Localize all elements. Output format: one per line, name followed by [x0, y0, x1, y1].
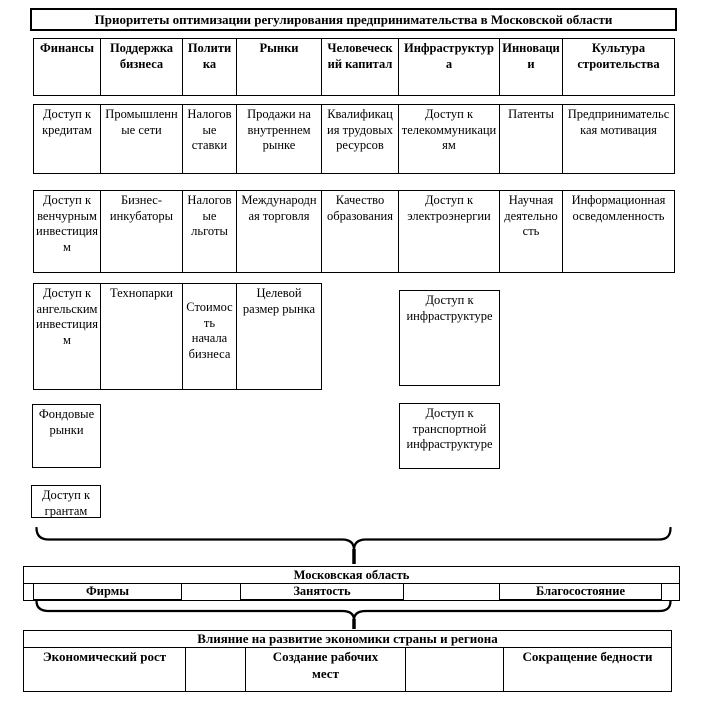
matrix-cell: Промышленные сети	[101, 105, 183, 173]
matrix-cell: Международная торговля	[237, 191, 322, 272]
matrix-cell: Налоговые ставки	[183, 105, 237, 173]
matrix-cell: Предпринимательская мотивация	[567, 107, 670, 137]
matrix-row-1: Доступ к кредитам Промышленные сети Нало…	[33, 104, 675, 174]
cell-access-to-infrastructure: Доступ к инфраструктуре	[399, 290, 500, 386]
matrix-cell: Доступ к венчурным инвестициям	[34, 191, 101, 272]
region-box: Московская область Фирмы Занятость Благо…	[23, 566, 680, 601]
matrix-header-finances: Финансы	[34, 39, 101, 95]
matrix-cell: Бизнес-инкубаторы	[101, 191, 183, 272]
region-outcome-firms: Фирмы	[33, 583, 182, 600]
impact-row: Экономический рост Создание рабочих мест…	[24, 648, 671, 691]
matrix-row-3: Доступ к ангельским инвестициям Технопар…	[33, 283, 322, 390]
matrix-header-human-capital: Человеческий капитал	[322, 39, 399, 95]
matrix-cell: Патенты	[500, 105, 563, 173]
matrix-cell: Стоимость начала бизнеса	[183, 284, 237, 389]
region-title: Московская область	[24, 567, 679, 584]
curly-brace-icon	[35, 599, 672, 630]
matrix-cell: Качество образования	[322, 191, 399, 272]
impact-outcome-poverty: Сокращение бедности	[522, 649, 653, 664]
curly-brace-icon	[35, 526, 672, 565]
matrix-cell: Налоговые льготы	[183, 191, 237, 272]
matrix-cell: Доступ к телекоммуникациям	[399, 105, 500, 173]
matrix-header-construction-culture: Культура строительства	[577, 41, 660, 71]
matrix-cell: Квалификация трудовых ресурсов	[322, 105, 399, 173]
matrix-cell: Технопарки	[101, 284, 183, 389]
cell-access-to-transport-infrastructure: Доступ к транспортной инфраструктуре	[399, 403, 500, 469]
impact-outcome-jobs: Создание рабочих мест	[246, 648, 406, 691]
region-outcome-employment: Занятость	[240, 583, 404, 600]
region-outcome-welfare: Благосостояние	[499, 583, 662, 600]
diagram-title: Приоритеты оптимизации регулирования пре…	[30, 8, 677, 31]
matrix-cell: Доступ к ангельским инвестициям	[34, 284, 101, 389]
impact-title: Влияние на развитие экономики страны и р…	[24, 631, 671, 648]
impact-box: Влияние на развитие экономики страны и р…	[23, 630, 672, 692]
matrix-cell: Продажи на внутреннем рынке	[237, 105, 322, 173]
impact-spacer-cell	[186, 648, 246, 691]
impact-spacer-cell	[406, 648, 504, 691]
matrix-cell: Доступ к электроэнергии	[399, 191, 500, 272]
cell-stock-markets: Фондовые рынки	[32, 404, 101, 468]
matrix-cell: Информационная осведомленность	[571, 193, 666, 223]
matrix-header-markets: Рынки	[237, 39, 322, 95]
matrix-header-business-support: Поддержка бизнеса	[101, 39, 183, 95]
matrix-header-row: Финансы Поддержка бизнеса Политика Рынки…	[33, 38, 675, 96]
matrix-cell: Доступ к кредитам	[34, 105, 101, 173]
matrix-header-policy: Политика	[183, 39, 237, 95]
impact-outcome-growth: Экономический рост	[24, 648, 186, 691]
matrix-row-2: Доступ к венчурным инвестициям Бизнес-ин…	[33, 190, 675, 273]
matrix-header-infrastructure: Инфраструктура	[399, 39, 500, 95]
matrix-cell: Научная деятельность	[500, 191, 563, 272]
cell-access-to-grants: Доступ к грантам	[31, 485, 101, 518]
matrix-cell: Целевой размер рынка	[242, 286, 316, 316]
matrix-header-innovation: Инновации	[500, 39, 563, 95]
